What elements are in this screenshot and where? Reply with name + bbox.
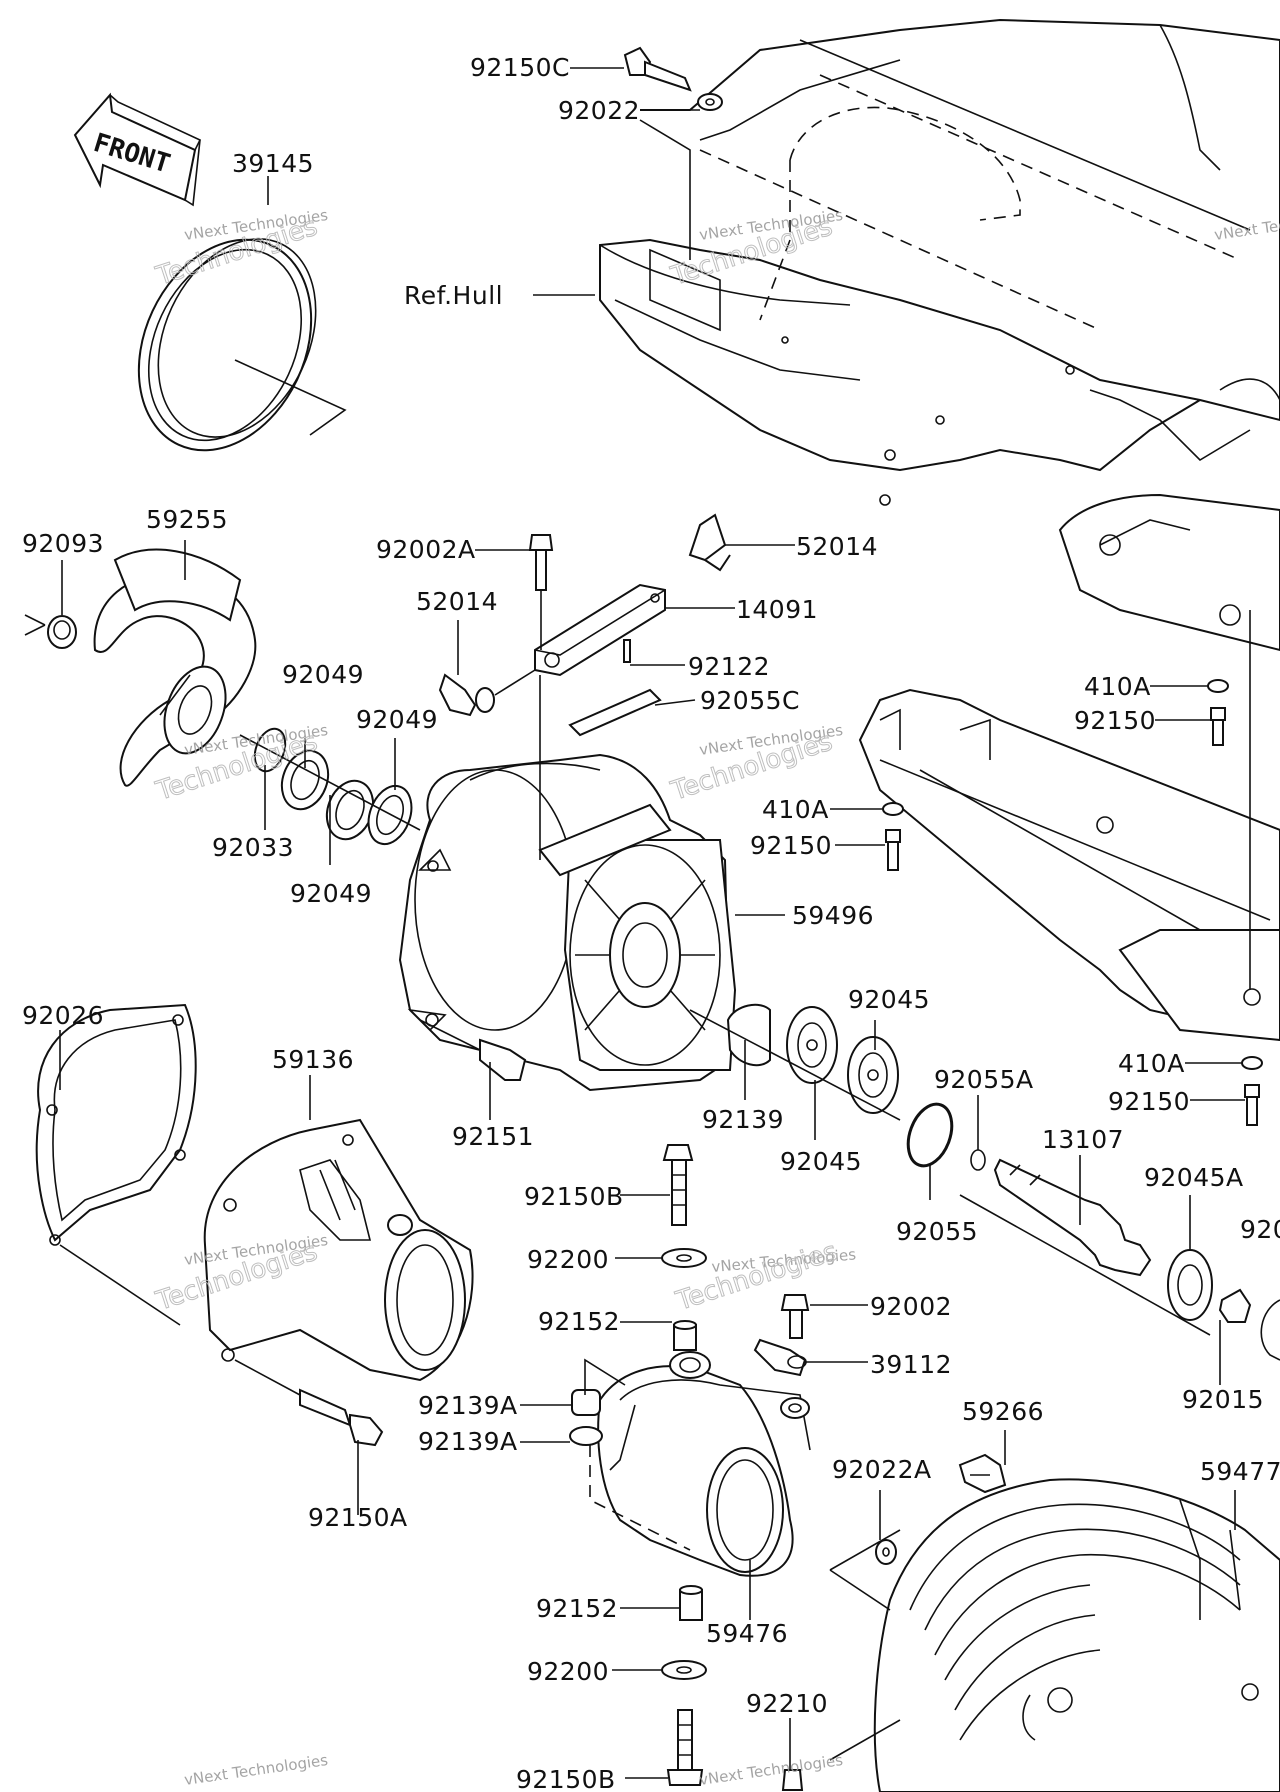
label-92049-c: 92049: [290, 879, 372, 908]
label-92150-a: 92150: [1074, 706, 1156, 735]
label-92022a: 92022A: [832, 1455, 932, 1484]
label-59496: 59496: [792, 901, 874, 930]
watermark-9: vNext Technologies: [698, 1751, 844, 1789]
label-92152-b: 92152: [536, 1594, 618, 1623]
label-59266: 59266: [962, 1397, 1044, 1426]
label-410a-c: 410A: [1118, 1049, 1185, 1078]
label-92139a-b: 92139A: [418, 1427, 518, 1456]
leader-lines: [59, 67, 1245, 1779]
seals-92049: [239, 727, 421, 846]
label-14091: 14091: [736, 595, 818, 624]
bolts-top: [419, 46, 723, 1081]
label-92045-a: 92045: [848, 985, 930, 1014]
label-92026: 92026: [22, 1001, 104, 1030]
label-92152-a: 92152: [538, 1307, 620, 1336]
label-partial-920: 920: [1240, 1215, 1280, 1244]
label-92022: 92022: [558, 96, 640, 125]
label-92150-b: 92150: [750, 831, 832, 860]
label-59477: 59477: [1200, 1457, 1280, 1486]
label-92002a: 92002A: [376, 535, 476, 564]
label-92139a-a: 92139A: [418, 1391, 518, 1420]
label-92002: 92002: [870, 1292, 952, 1321]
label-92150b-b: 92150B: [516, 1765, 616, 1792]
label-92055a: 92055A: [934, 1065, 1034, 1094]
pump-case-59496: [398, 753, 737, 1092]
label-92055c: 92055C: [700, 686, 800, 715]
ride-plate-frame: [858, 493, 1280, 1042]
label-52014-a: 52014: [796, 532, 878, 561]
label-92122: 92122: [688, 652, 770, 681]
nozzle-59136: [203, 1118, 474, 1447]
label-92150b-a: 92150B: [524, 1182, 624, 1211]
label-410a-a: 410A: [1084, 672, 1151, 701]
label-92049-a: 92049: [282, 660, 364, 689]
label-92093: 92093: [22, 529, 104, 558]
impeller-59255: [24, 548, 257, 787]
label-13107: 13107: [1042, 1125, 1124, 1154]
bearings-92045: [689, 1003, 986, 1171]
label-92151: 92151: [452, 1122, 534, 1151]
label-59136: 59136: [272, 1045, 354, 1074]
label-92200-a: 92200: [527, 1245, 609, 1274]
label-92033: 92033: [212, 833, 294, 862]
label-92015: 92015: [1182, 1385, 1264, 1414]
label-52014-b: 52014: [416, 587, 498, 616]
label-92049-b: 92049: [356, 705, 438, 734]
label-92045-b: 92045: [780, 1147, 862, 1176]
label-92055: 92055: [896, 1217, 978, 1246]
shaft-13107: [959, 1158, 1280, 1361]
label-ref-hull: Ref.Hull: [404, 281, 503, 310]
label-59476: 59476: [706, 1619, 788, 1648]
label-92150c: 92150C: [470, 53, 570, 82]
part-labels: 92150C 92022 39145 92093 59255 92049 920…: [22, 53, 1280, 1792]
label-92045a: 92045A: [1144, 1163, 1244, 1192]
label-410a-b: 410A: [762, 795, 829, 824]
hull-reference: [599, 18, 1280, 506]
label-92150-c: 92150: [1108, 1087, 1190, 1116]
label-92139: 92139: [702, 1105, 784, 1134]
washers-410a-bolts-92150: [882, 679, 1263, 1126]
label-92200-b: 92200: [527, 1657, 609, 1686]
label-39112: 39112: [870, 1350, 952, 1379]
sensor-14091: [438, 513, 731, 860]
watermark-8: vNext Technologies: [183, 1751, 329, 1789]
label-59255: 59255: [146, 505, 228, 534]
ring-39145: [137, 238, 347, 452]
reverse-bucket-59477: [829, 1453, 1280, 1792]
label-92150a: 92150A: [308, 1503, 408, 1532]
steering-nozzle-59476: [569, 1144, 811, 1791]
front-direction-arrow: FRONT: [73, 92, 202, 207]
label-39145: 39145: [232, 149, 314, 178]
gasket-92026: [35, 1003, 197, 1326]
label-92210: 92210: [746, 1689, 828, 1718]
